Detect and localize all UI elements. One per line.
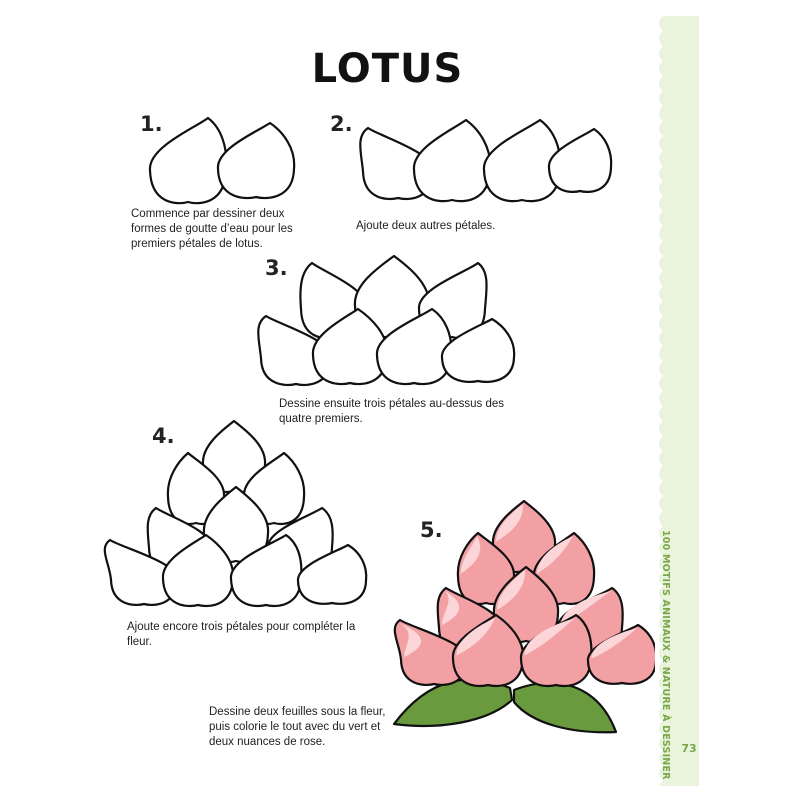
step-4-drawing (103, 419, 368, 608)
step-4-petal (296, 543, 368, 605)
step-5-petal-highlight (442, 591, 460, 626)
step-4-petal (161, 533, 235, 608)
step-3-petal (440, 317, 516, 383)
step-5-petal-highlight (460, 536, 481, 574)
step-3-number: 3. (265, 256, 288, 280)
step-5-petal-highlight (524, 618, 575, 656)
step-1-caption: Commence par dessiner deux formes de gou… (131, 208, 293, 250)
step-4-petal (202, 485, 270, 564)
step-4-petal (229, 533, 303, 608)
sidebar-band (659, 16, 699, 786)
step-4-petal (242, 451, 306, 526)
step-4-petal (103, 538, 179, 606)
step-3-drawing (257, 254, 516, 387)
step-4-petal (166, 451, 226, 526)
page-number: 73 (681, 742, 697, 755)
step-4-caption: Ajoute encore trois pétales pour complét… (127, 621, 356, 648)
book-title-vertical: 100 MOTIFS ANIMAUX & NATURE À DESSINER (660, 530, 671, 780)
step-1-petal (216, 121, 296, 200)
step-5-petal-highlight (497, 570, 526, 610)
step-5-petal-highlight (591, 628, 637, 659)
step-5-drawing (392, 499, 655, 734)
step-5-caption: Dessine deux feuilles sous la fleur, pui… (209, 706, 386, 748)
step-2-petal (482, 118, 562, 203)
step-5-petal-highlight (456, 618, 495, 656)
step-5-petal-highlight (496, 504, 524, 542)
step-5-petal-highlight (399, 623, 422, 658)
right-leaf (512, 681, 618, 734)
step-2-caption: Ajoute deux autres pétales. (356, 220, 496, 232)
step-2-petal (412, 118, 492, 203)
step-2-drawing (359, 118, 613, 203)
step-5-number: 5. (420, 518, 443, 542)
step-5-petal (532, 531, 596, 606)
page-title: LOTUS (311, 46, 464, 92)
step-2-petal (547, 127, 613, 193)
step-1-number: 1. (140, 112, 163, 136)
step-3-caption: Dessine ensuite trois pétales au-dessus … (279, 398, 505, 425)
step-1-drawing (148, 116, 296, 205)
step-5-petal-highlight (536, 536, 573, 574)
step-2-number: 2. (330, 112, 353, 136)
lotus-drawings (103, 116, 655, 734)
step-4-number: 4. (152, 424, 175, 448)
step-3-petal (257, 314, 333, 387)
